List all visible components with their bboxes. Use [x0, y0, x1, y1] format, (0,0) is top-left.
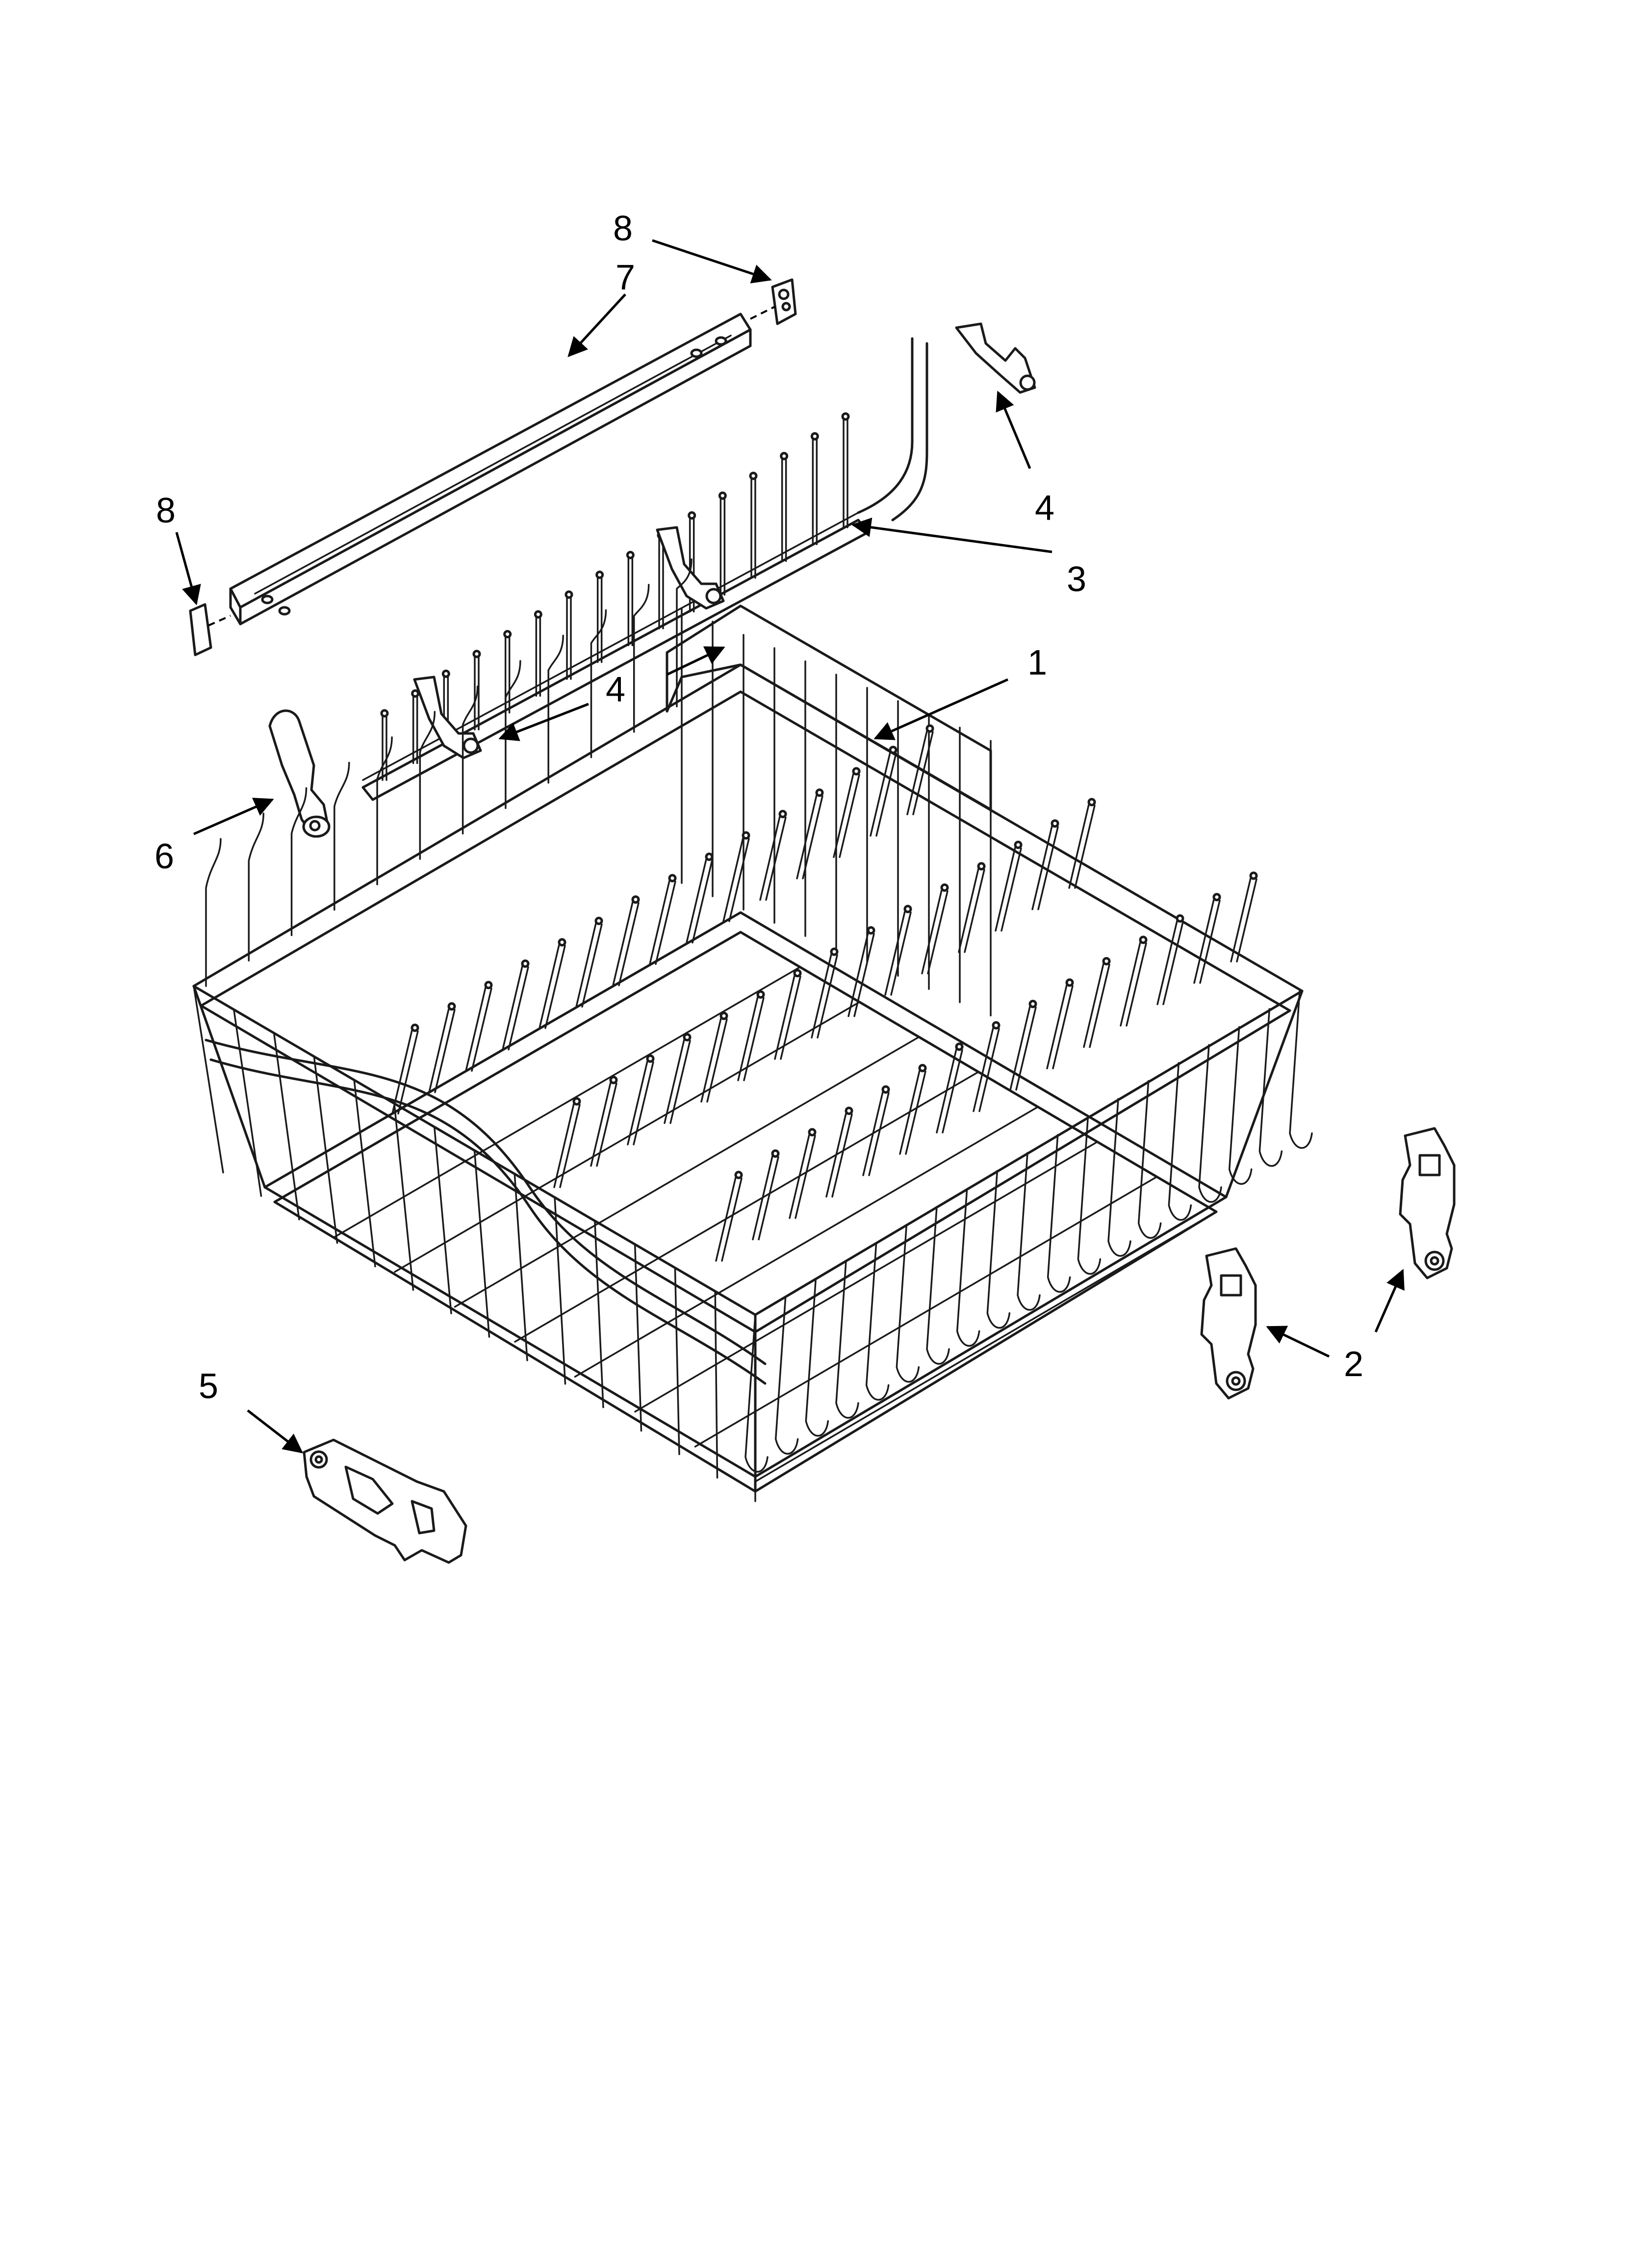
rail-slot-holes — [261, 336, 727, 616]
tine — [658, 537, 664, 629]
tine-clip-top-right — [955, 322, 1036, 394]
callout-labels: 1 2 3 4 4 5 6 7 8 8 — [154, 209, 1363, 1406]
tine-clip-middle-a — [656, 526, 725, 610]
tine-latch — [268, 709, 331, 838]
tine — [382, 715, 387, 781]
callout-7: 7 — [616, 258, 635, 297]
callout-8-top: 8 — [613, 209, 633, 248]
leader-8-top — [652, 239, 772, 284]
tine — [596, 576, 603, 663]
tine — [781, 458, 787, 562]
callout-3: 3 — [1067, 560, 1086, 599]
callout-4-middle: 4 — [606, 670, 625, 709]
callout-2: 2 — [1344, 1345, 1363, 1384]
upper-dishrack — [192, 558, 1313, 1502]
leader-4-right — [666, 646, 725, 676]
cap-dash-right — [750, 306, 775, 320]
rack-adjuster-front — [1200, 1247, 1257, 1400]
rail-end-cap-left — [189, 603, 212, 656]
tine — [719, 497, 726, 596]
tine-clip-middle-b — [413, 676, 482, 759]
rack-slide-rail — [229, 313, 752, 626]
tine — [474, 656, 480, 730]
tine — [812, 438, 818, 546]
rack-handle — [303, 1438, 467, 1564]
leader-2b — [1374, 1269, 1405, 1333]
leader-4-left — [498, 703, 589, 741]
cap-dash-left — [208, 615, 231, 626]
callout-8-left: 8 — [156, 491, 176, 530]
callout-1: 1 — [1027, 643, 1047, 682]
callout-5: 5 — [199, 1367, 218, 1406]
tine — [627, 557, 634, 647]
tine — [750, 478, 756, 579]
callout-4-top: 4 — [1035, 489, 1054, 528]
leader-1 — [873, 678, 1009, 740]
leader-7 — [567, 293, 626, 357]
leader-8-left — [175, 532, 201, 605]
tine — [843, 418, 848, 528]
leader-5 — [247, 1409, 304, 1454]
tine — [412, 695, 418, 764]
leader-lines — [175, 239, 1405, 1454]
leader-4-top — [996, 391, 1031, 469]
rail-end-cap-right — [771, 278, 797, 325]
rack-adjuster-rear — [1399, 1127, 1456, 1279]
leader-2a — [1266, 1326, 1330, 1358]
callout-6: 6 — [154, 837, 174, 876]
tine — [566, 597, 572, 680]
leader-3 — [851, 518, 1052, 553]
leader-6 — [193, 798, 274, 835]
tine — [535, 616, 541, 697]
